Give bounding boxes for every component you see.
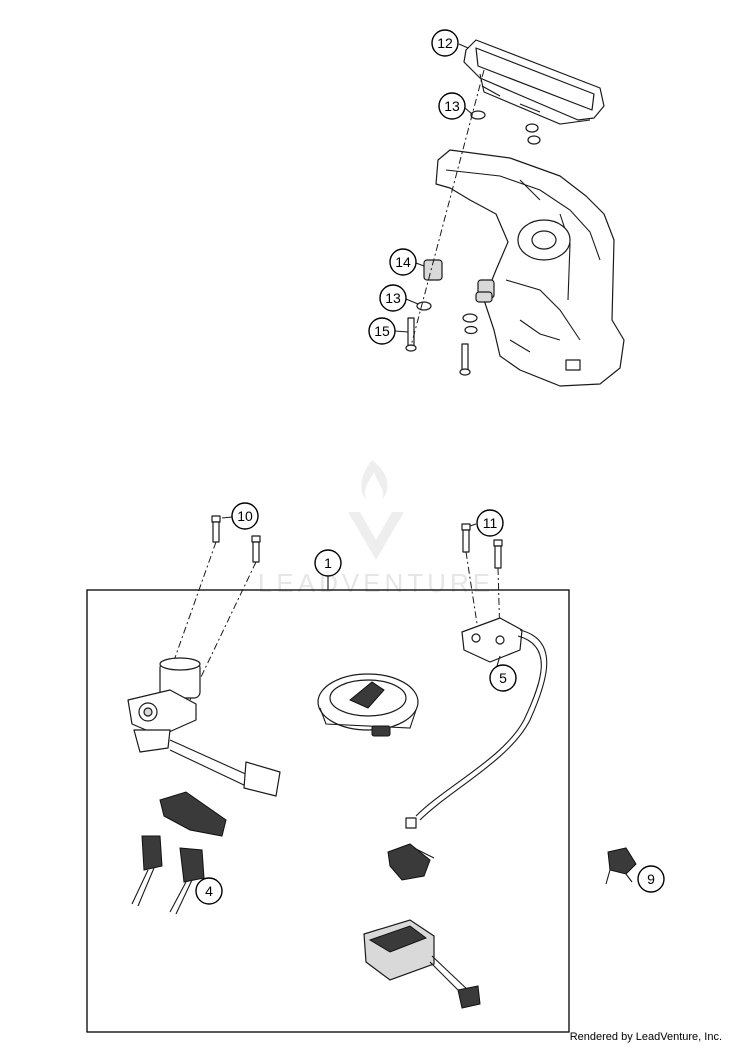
- watermark-logo: [348, 460, 404, 560]
- remote-key-part: [159, 791, 227, 837]
- callout-13a-leader: [464, 107, 473, 115]
- fuel-cap-part: [317, 673, 419, 737]
- part-9: [605, 847, 637, 885]
- svg-text:15: 15: [374, 323, 390, 339]
- callout-13b-leader: [405, 298, 419, 305]
- callout-5: 5: [489, 664, 517, 692]
- sensor-5-part: [405, 617, 548, 829]
- guide-line-top: [410, 69, 485, 347]
- svg-text:13: 13: [385, 290, 401, 306]
- grommet-14-part: [423, 259, 495, 303]
- connector-part: [387, 843, 435, 881]
- callout-13-upper: 13: [438, 92, 466, 120]
- svg-text:13: 13: [444, 98, 460, 114]
- callout-10-leader: [221, 516, 233, 519]
- callout-11-leader: [469, 523, 477, 527]
- screw-15-part: [405, 317, 471, 376]
- callout-14: 14: [389, 248, 417, 276]
- ignition-lock-part: [127, 657, 281, 797]
- callout-12-leader: [458, 43, 469, 49]
- control-unit-part: [363, 919, 481, 1009]
- footer-credit: Rendered by LeadVenture, Inc.: [569, 1031, 722, 1043]
- callout-12: 12: [431, 29, 459, 57]
- svg-text:10: 10: [237, 508, 253, 524]
- callout-13-lower: 13: [379, 284, 407, 312]
- svg-text:9: 9: [647, 871, 655, 887]
- callout-5-leader: [496, 655, 501, 667]
- svg-text:12: 12: [437, 35, 453, 51]
- callout-9: 9: [637, 865, 665, 893]
- svg-text:5: 5: [499, 670, 507, 686]
- washer-13-part: [416, 301, 478, 335]
- grommet-top-part: [470, 110, 541, 145]
- dashboard-display-part: [463, 39, 605, 125]
- callout-10: 10: [231, 502, 259, 530]
- callout-1: 1: [314, 549, 342, 577]
- svg-text:11: 11: [483, 515, 498, 531]
- svg-text:4: 4: [205, 883, 213, 899]
- svg-text:1: 1: [324, 555, 332, 571]
- watermark-text: LEADVENTURE: [258, 568, 494, 598]
- keys-part: [131, 835, 205, 915]
- callout-11: 11: [476, 509, 504, 537]
- callout-14-leader: [415, 262, 425, 267]
- dashboard-bracket-part: [435, 149, 625, 387]
- svg-text:14: 14: [395, 254, 411, 270]
- callout-15: 15: [368, 317, 396, 345]
- guide-line-11a: [465, 551, 479, 631]
- callout-4: 4: [195, 877, 223, 905]
- guide-line-10b: [189, 561, 257, 701]
- callout-15-leader: [394, 330, 409, 333]
